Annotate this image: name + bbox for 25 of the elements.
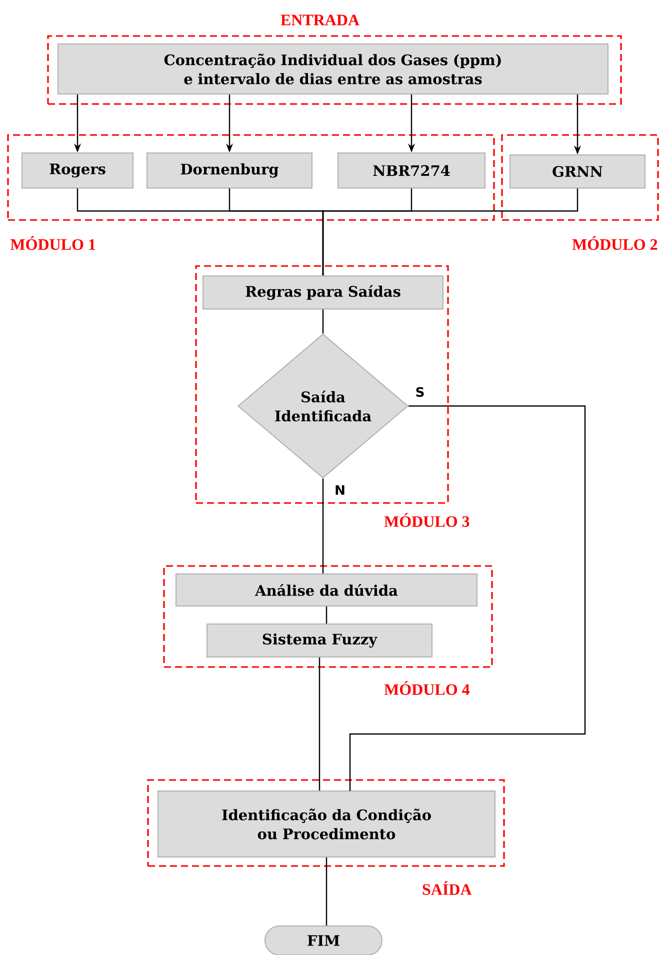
edge-label: S	[414, 386, 426, 398]
connector	[322, 478, 324, 574]
process-box: Análise da dúvida	[176, 574, 478, 606]
node-label: MÓDULO 4	[384, 681, 470, 695]
edge-label: N	[334, 484, 346, 496]
connector	[349, 405, 586, 791]
process-box: Identificação da Condição ou Procedimento	[158, 790, 496, 858]
node-label: MÓDULO 3	[384, 513, 470, 527]
node-label: SAÍDA	[422, 881, 472, 895]
node-label: MÓDULO 2	[572, 236, 658, 250]
connector	[326, 858, 328, 926]
process-box: Sistema Fuzzy	[206, 624, 432, 658]
connector	[322, 310, 324, 334]
process-box: Rogers	[22, 152, 134, 188]
connector	[326, 606, 328, 624]
process-box: GRNN	[510, 154, 646, 188]
connector	[322, 188, 578, 276]
process-box: NBR7274	[338, 152, 486, 188]
process-box: Regras para Saídas	[202, 276, 444, 310]
process-box: Dornenburg	[146, 152, 312, 188]
node-label: MÓDULO 1	[10, 236, 96, 250]
process-box: Concentração Individual dos Gases (ppm) e intervalo de dias entre as amostras	[58, 44, 608, 94]
node-label: ENTRADA	[280, 14, 360, 26]
connector	[318, 658, 320, 790]
terminator: FIM	[264, 926, 382, 955]
